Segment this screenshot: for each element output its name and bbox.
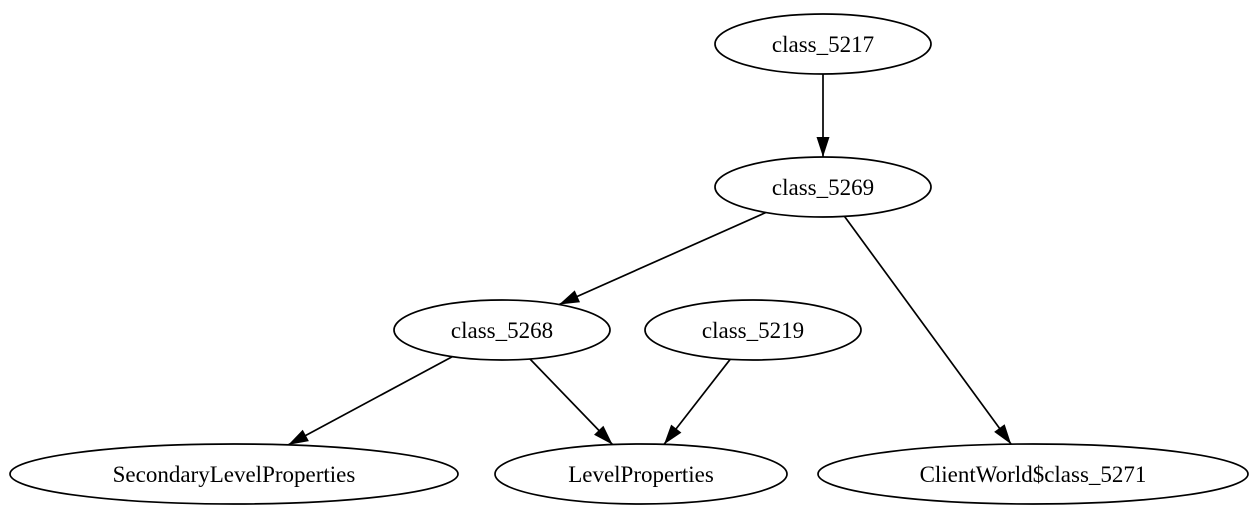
graph-edge-class-5268-to-levelproperties [529, 358, 614, 446]
node-label: SecondaryLevelProperties [113, 462, 356, 487]
node-label: class_5269 [772, 175, 874, 200]
graph-node-secondarylevelproperties: SecondaryLevelProperties [9, 443, 459, 505]
node-ellipse [714, 156, 932, 218]
node-ellipse [817, 443, 1249, 505]
node-label: class_5268 [451, 318, 553, 343]
node-ellipse [393, 299, 611, 361]
graph-edge-class-5269-to-clientworld-class-5271 [843, 215, 1012, 445]
graph-edge-class-5219-to-levelproperties [663, 358, 731, 445]
node-label: LevelProperties [568, 462, 714, 487]
node-ellipse [714, 13, 932, 75]
node-ellipse [9, 443, 459, 505]
graph-node-class-5269: class_5269 [714, 156, 932, 218]
node-label: class_5219 [702, 318, 804, 343]
edges-layer [287, 74, 1012, 446]
graph-node-class-5217: class_5217 [714, 13, 932, 75]
node-label: ClientWorld$class_5271 [920, 462, 1147, 487]
graph-node-clientworld-class-5271: ClientWorld$class_5271 [817, 443, 1249, 505]
nodes-layer: class_5217 class_5269 class_5268 class_5219… [9, 13, 1249, 505]
node-label: class_5217 [772, 32, 874, 57]
graph-node-class-5219: class_5219 [644, 299, 862, 361]
node-ellipse [494, 443, 788, 505]
graph-node-levelproperties: LevelProperties [494, 443, 788, 505]
graph-edge-class-5268-to-secondarylevelproperties [287, 355, 453, 446]
graph-edge-class-5269-to-class-5268 [558, 211, 767, 306]
graph-node-class-5268: class_5268 [393, 299, 611, 361]
node-ellipse [644, 299, 862, 361]
